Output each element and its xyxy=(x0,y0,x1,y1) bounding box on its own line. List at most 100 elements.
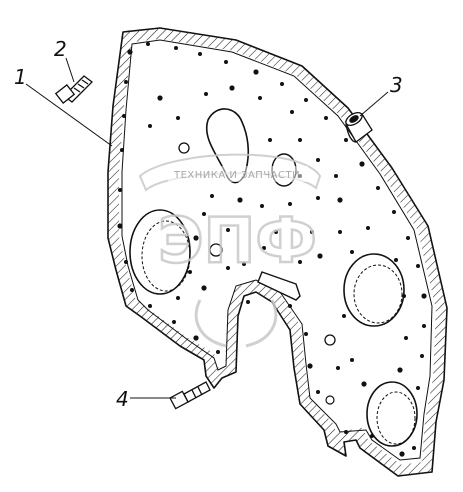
bolt-hole xyxy=(336,366,340,370)
bolt-hole xyxy=(394,258,398,262)
bolt-hole xyxy=(193,235,199,241)
bolt-hole xyxy=(416,386,420,390)
bolt-hole xyxy=(210,194,214,198)
bolt-hole xyxy=(337,197,343,203)
bolt-hole xyxy=(148,124,152,128)
bolt-part-2 xyxy=(54,75,93,104)
bolt-hole xyxy=(148,304,152,308)
bolt-hole xyxy=(246,300,250,304)
lower-bore xyxy=(366,381,418,447)
bolt-hole xyxy=(416,264,420,268)
bolt-hole xyxy=(344,430,348,434)
bolt-hole xyxy=(307,363,313,369)
bolt-hole xyxy=(399,451,405,457)
leader-line-1 xyxy=(25,83,113,147)
bolt-hole xyxy=(201,285,207,291)
bolt-hole xyxy=(224,60,228,64)
bolt-hole xyxy=(397,367,403,373)
bolt-hole xyxy=(298,138,302,142)
bolt-hole xyxy=(376,186,380,190)
bolt-hole xyxy=(253,69,259,75)
bolt-hole xyxy=(334,174,338,178)
bolt-hole xyxy=(118,188,122,192)
bolt-hole xyxy=(226,228,230,232)
bolt-hole xyxy=(420,354,424,358)
bolt-hole xyxy=(324,116,328,120)
bolt-hole xyxy=(290,110,294,114)
bushing-part-3 xyxy=(345,111,373,143)
bolt-hole xyxy=(120,148,124,152)
callout-1: 1 xyxy=(14,65,27,89)
bolt-hole xyxy=(130,288,134,292)
bolt-hole xyxy=(124,80,128,84)
bolt-hole xyxy=(122,114,126,118)
bolt-hole xyxy=(359,161,365,167)
watermark-caption: ТЕХНИКА И ЗАПЧАСТИ xyxy=(173,170,300,181)
bolt-hole xyxy=(342,314,346,318)
bolt-hole xyxy=(406,236,410,240)
bolt-hole xyxy=(124,260,128,264)
bolt-hole xyxy=(242,262,246,266)
timing-cover-plate xyxy=(107,27,448,477)
leader-lines xyxy=(25,57,389,399)
bolt-hole xyxy=(174,46,178,50)
bolt-hole xyxy=(176,116,180,120)
bolt-part-4 xyxy=(169,381,211,410)
bolt-hole xyxy=(402,294,406,298)
bolt-hole xyxy=(229,85,235,91)
bolt-hole xyxy=(268,138,272,142)
bolt-hole xyxy=(366,226,370,230)
bolt-hole xyxy=(338,230,342,234)
bolt-hole xyxy=(188,270,192,274)
bolt-hole xyxy=(422,324,426,328)
bolt-hole xyxy=(127,49,133,55)
callout-4: 4 xyxy=(116,387,129,411)
bolt-hole xyxy=(172,320,176,324)
leader-line-3 xyxy=(359,91,389,117)
bolt-hole xyxy=(117,223,123,229)
bolt-hole xyxy=(262,246,266,250)
bolt-hole xyxy=(274,230,278,234)
watermark: ТЕХНИКА И ЗАПЧАСТИ ЭПФ xyxy=(138,153,322,348)
bolt-hole xyxy=(260,204,264,208)
callout-3: 3 xyxy=(390,73,403,97)
bolt-hole xyxy=(412,446,416,450)
bolt-hole xyxy=(198,52,202,56)
callout-2: 2 xyxy=(54,37,67,61)
bolt-hole xyxy=(316,158,320,162)
watermark-logo-text: ЭПФ xyxy=(158,204,317,277)
bolt-hole xyxy=(350,358,354,362)
bolt-hole xyxy=(361,381,367,387)
bolt-hole xyxy=(204,92,208,96)
bolt-hole xyxy=(280,82,284,86)
bolt-hole xyxy=(404,336,408,340)
bolt-hole xyxy=(193,335,199,341)
bolt-hole xyxy=(421,293,427,299)
right-bore xyxy=(343,253,405,327)
bolt-hole xyxy=(226,266,230,270)
bolt-hole xyxy=(288,202,292,206)
bolt-hole xyxy=(392,210,396,214)
bolt-hole xyxy=(237,197,243,203)
bolt-hole xyxy=(146,42,150,46)
bolt-hole xyxy=(316,196,320,200)
bolt-hole xyxy=(370,434,374,438)
bolt-hole xyxy=(176,296,180,300)
bolt-hole xyxy=(216,350,220,354)
bolt-hole xyxy=(288,304,292,308)
bolt-hole xyxy=(310,230,314,234)
bolt-hole xyxy=(202,212,206,216)
bolt-hole xyxy=(317,253,323,259)
bolt-hole xyxy=(316,390,320,394)
bolt-hole xyxy=(258,96,262,100)
bolt-hole xyxy=(350,250,354,254)
bolt-hole xyxy=(304,332,308,336)
slot xyxy=(257,271,301,301)
leader-line-2 xyxy=(65,57,75,83)
bolt-hole xyxy=(344,138,348,142)
bolt-hole xyxy=(304,98,308,102)
bolt-hole xyxy=(298,260,302,264)
plate-edge-hatching xyxy=(108,28,447,476)
